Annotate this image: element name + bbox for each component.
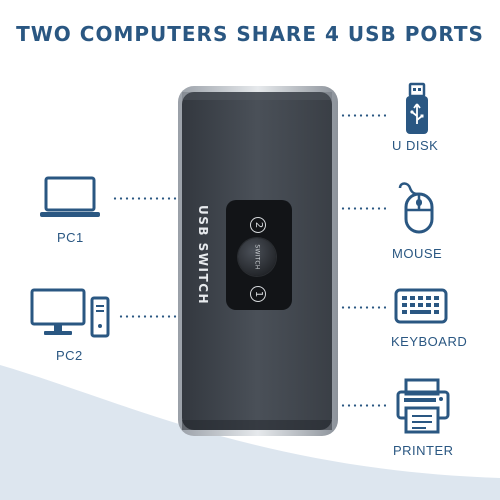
- mouse-icon: [398, 182, 434, 234]
- port-number-2: 2: [253, 221, 264, 229]
- port-indicator-1: 1: [250, 286, 266, 302]
- usb-drive-connector: [340, 114, 386, 117]
- port-indicator-2: 2: [250, 217, 266, 233]
- printer-label: PRINTER: [393, 443, 454, 458]
- pc1-connector: [112, 197, 180, 200]
- switch-button-label: SWITCH: [253, 244, 261, 270]
- pc1-label: PC1: [57, 230, 84, 245]
- keyboard-icon: [394, 288, 448, 324]
- switch-button[interactable]: SWITCH: [238, 238, 276, 276]
- page-title: TWO COMPUTERS SHARE 4 USB PORTS: [16, 22, 484, 46]
- port-number-1: 1: [253, 290, 264, 298]
- printer-icon: [396, 378, 450, 434]
- desktop-computer-icon: [30, 288, 110, 338]
- mouse-connector: [340, 207, 386, 210]
- device-side-label: USB SWITCH: [196, 204, 210, 306]
- printer-connector: [340, 404, 386, 407]
- usb-drive-icon: [406, 82, 428, 134]
- laptop-icon: [40, 176, 100, 217]
- pc2-label: PC2: [56, 348, 83, 363]
- mouse-label: MOUSE: [392, 246, 443, 261]
- pc2-connector: [118, 315, 180, 318]
- usb-drive-label: U DISK: [392, 138, 439, 153]
- keyboard-label: KEYBOARD: [391, 334, 468, 349]
- keyboard-connector: [340, 306, 386, 309]
